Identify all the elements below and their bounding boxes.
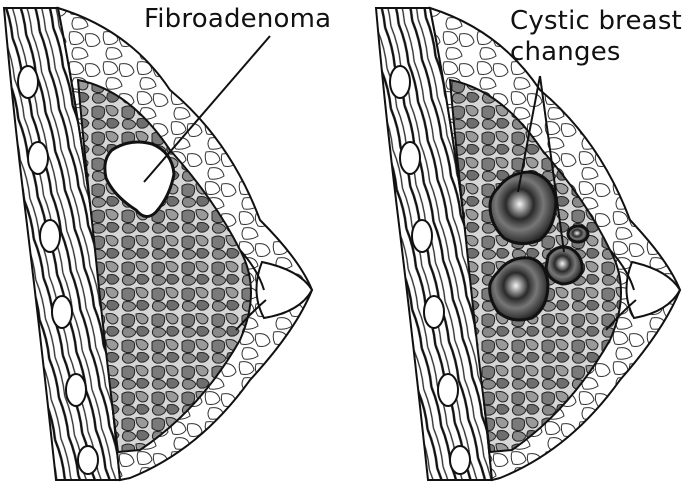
- fibroadenoma-label: Fibroadenoma: [144, 4, 331, 35]
- right-nipple: [626, 262, 680, 318]
- cystic-breast-label: Cystic breast: [510, 6, 682, 37]
- right-breast: [376, 8, 680, 480]
- changes-label: changes: [510, 37, 621, 68]
- left-breast: [4, 8, 312, 480]
- cyst-small-middle: [546, 247, 582, 284]
- cyst-tiny: [568, 226, 588, 242]
